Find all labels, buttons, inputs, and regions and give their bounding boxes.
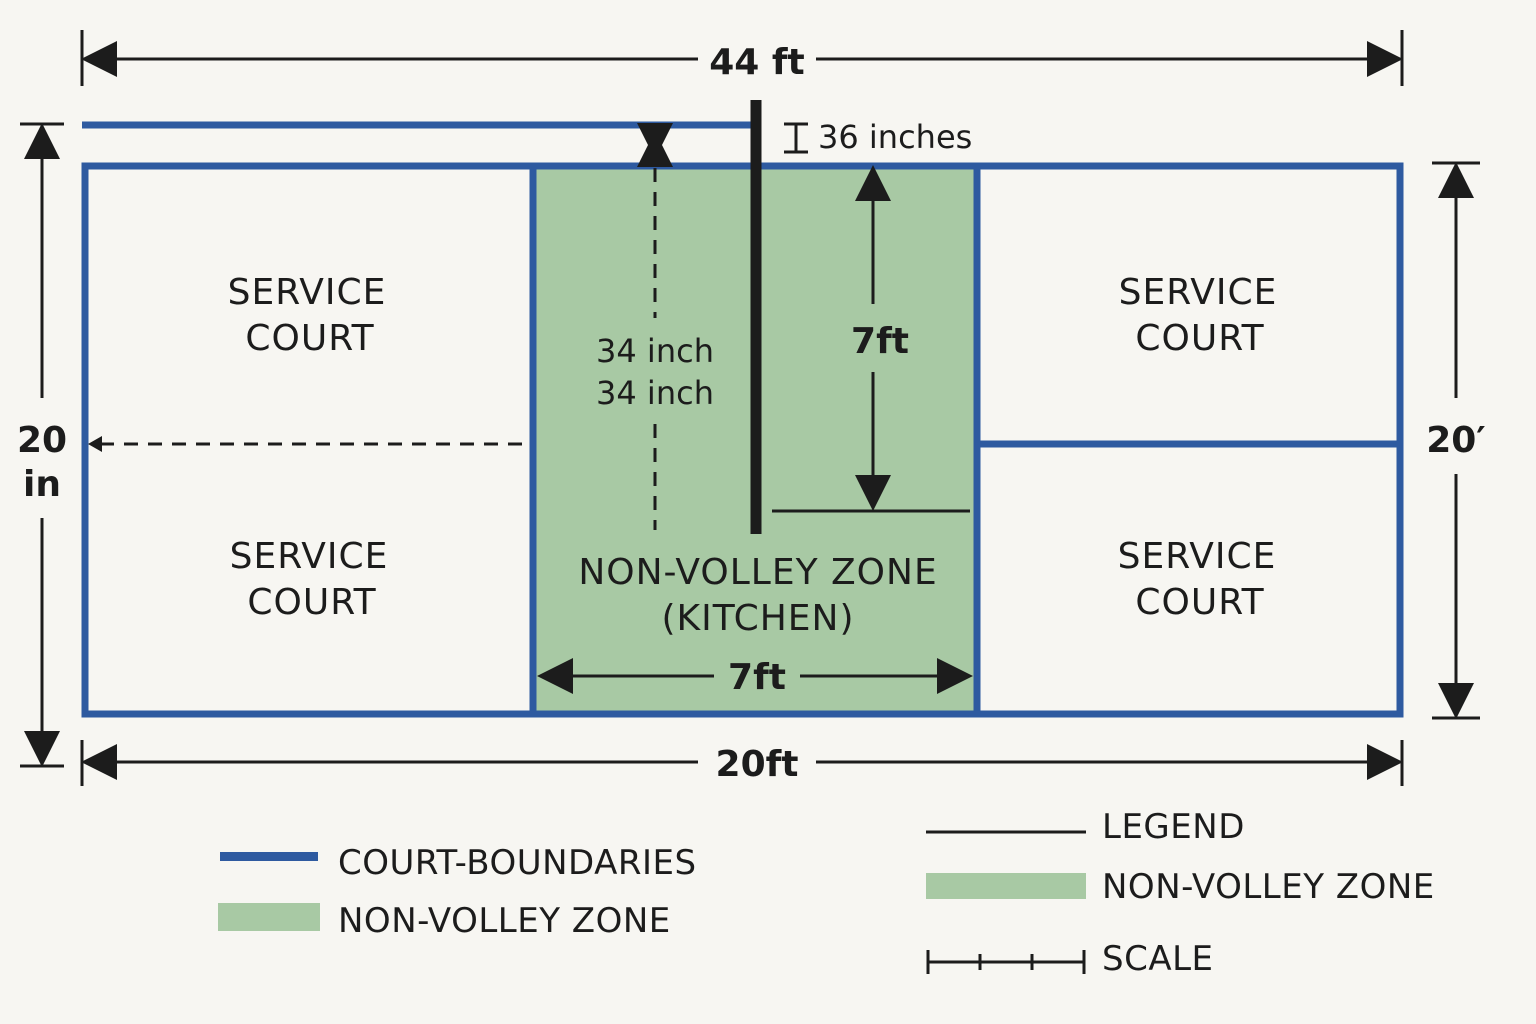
service-court-left-top-2: COURT (245, 318, 374, 359)
scale-bar (926, 950, 1086, 974)
left-height-dimension: 20 in (17, 122, 67, 768)
net-center-label-1: 34 inch (596, 332, 714, 370)
legend-right: LEGEND NON-VOLLEY ZONE SCALE (926, 807, 1435, 979)
service-court-right-top-2: COURT (1135, 318, 1264, 359)
bottom-width-dimension: 20ft (80, 740, 1404, 786)
service-court-left-top-1: SERVICE (228, 272, 387, 313)
service-court-left-bottom-1: SERVICE (230, 536, 389, 577)
legend-boundary-swatch (220, 852, 318, 861)
legend-scale-label: SCALE (1102, 939, 1214, 979)
court-boundary (81, 162, 1404, 718)
legend-right-nvz-label: NON-VOLLEY ZONE (1102, 867, 1435, 907)
service-court-right-bottom-1: SERVICE (1118, 536, 1277, 577)
net-height-dimension: 36 inches (784, 118, 972, 156)
net-height-label: 36 inches (818, 118, 972, 156)
kitchen-width-dimension: 7ft (537, 657, 973, 698)
kitchen-label-1: NON-VOLLEY ZONE (578, 552, 937, 593)
kitchen-label-2: (KITCHEN) (661, 598, 854, 639)
service-court-right-bottom-2: COURT (1135, 582, 1264, 623)
top-width-label: 44 ft (709, 42, 805, 83)
top-width-dimension: 44 ft (80, 30, 1404, 86)
kitchen-width-label: 7ft (728, 657, 786, 698)
right-height-dimension: 20′ (1426, 161, 1486, 720)
legend-nvz-swatch (218, 903, 320, 931)
legend-title: LEGEND (1102, 807, 1245, 847)
kitchen-depth-dimension: 7ft (772, 165, 970, 513)
net-center-label-2: 34 inch (596, 374, 714, 412)
legend-left: COURT-BOUNDARIES NON-VOLLEY ZONE (218, 843, 697, 941)
net-center-dimension: 34 inch 34 inch (596, 123, 714, 530)
legend-nvz-label: NON-VOLLEY ZONE (338, 901, 671, 941)
left-height-label-2: in (23, 464, 61, 505)
legend-boundary-label: COURT-BOUNDARIES (338, 843, 697, 883)
bottom-width-label: 20ft (716, 744, 799, 785)
right-height-label: 20′ (1426, 420, 1486, 461)
left-height-label-1: 20 (17, 420, 67, 461)
centerline-arrow (88, 436, 102, 452)
service-court-left-bottom-2: COURT (247, 582, 376, 623)
kitchen-depth-label: 7ft (851, 321, 909, 362)
legend-right-nvz-swatch (926, 873, 1086, 899)
service-court-right-top-1: SERVICE (1119, 272, 1278, 313)
